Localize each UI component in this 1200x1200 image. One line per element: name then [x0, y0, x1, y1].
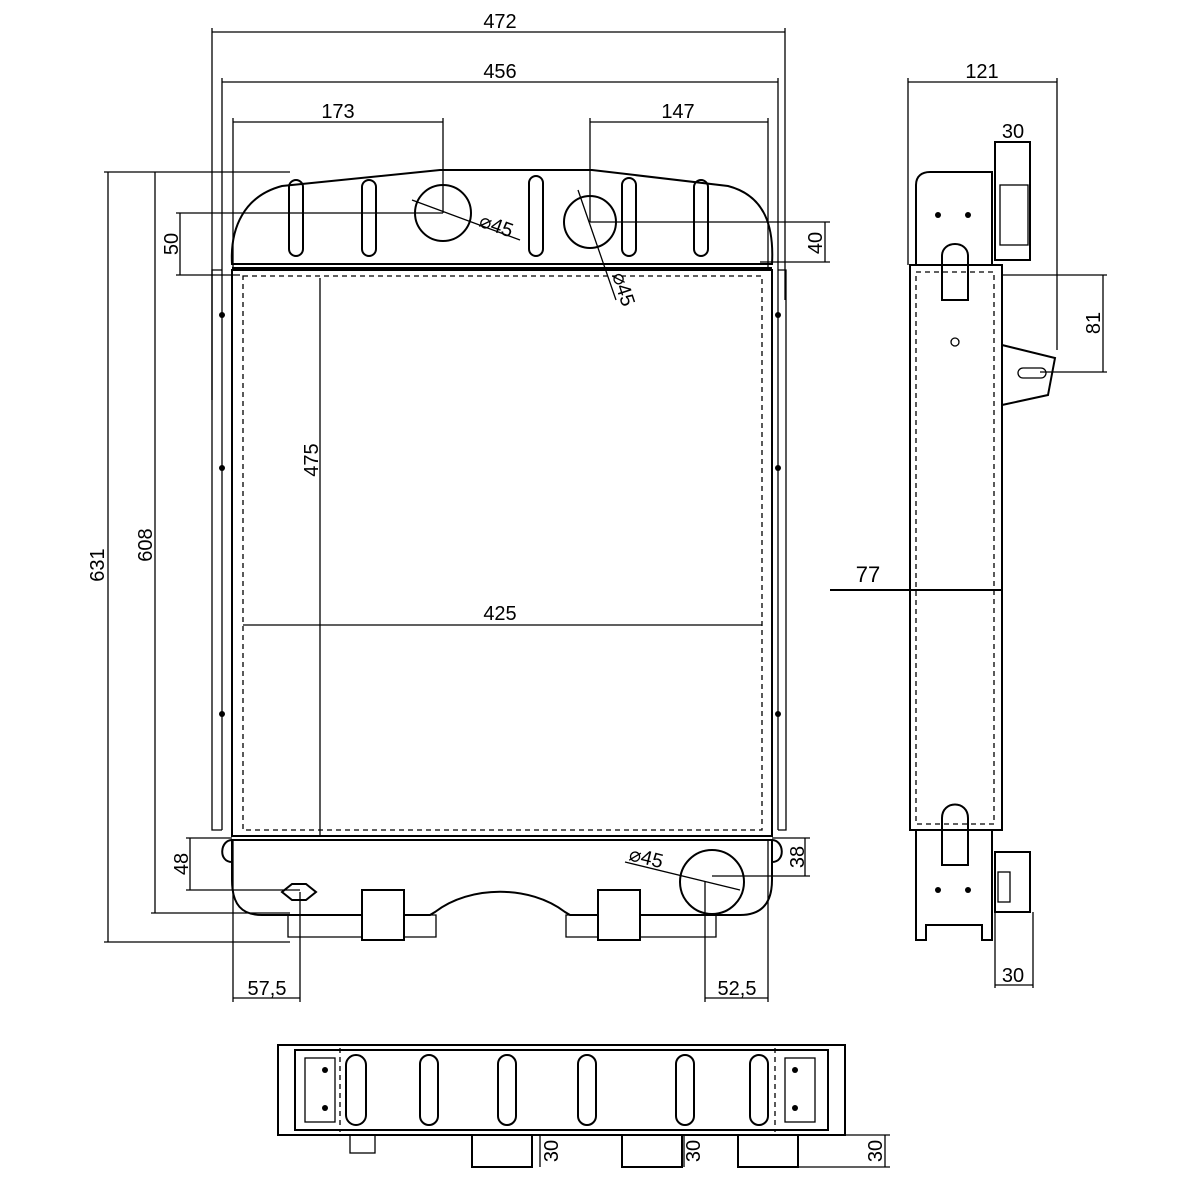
dim-57-5: 57,5 — [248, 978, 287, 1000]
dim-81: 81 — [1083, 312, 1105, 334]
dim-173: 173 — [321, 101, 354, 123]
bottom-dimensions: 30 30 30 — [539, 1134, 890, 1168]
side-view — [909, 141, 1057, 941]
dim-475: 475 — [301, 443, 323, 476]
dim-472: 472 — [483, 11, 516, 33]
drain-plug — [280, 883, 318, 901]
dim-40: 40 — [805, 232, 827, 254]
dim-52-5: 52,5 — [718, 978, 757, 1000]
dim-30-bottom-3: 30 — [865, 1140, 887, 1162]
dim-631: 631 — [87, 548, 109, 581]
front-dimensions: 472 456 173 147 50 40 ⌀45 ⌀45 631 608 47… — [87, 11, 830, 1002]
bottom-view — [277, 1044, 846, 1168]
dim-147: 147 — [661, 101, 694, 123]
front-view — [211, 169, 787, 941]
dim-30-side-bottom: 30 — [1002, 965, 1024, 987]
top-tank — [230, 169, 774, 265]
dim-50: 50 — [161, 233, 183, 255]
dim-121: 121 — [965, 61, 998, 83]
side-dimensions: 121 30 81 77 30 — [830, 61, 1107, 988]
dim-425: 425 — [483, 603, 516, 625]
dim-608: 608 — [135, 528, 157, 561]
dim-30-bottom-1: 30 — [541, 1140, 563, 1162]
dim-30-side-top: 30 — [1002, 121, 1024, 143]
bottom-tank — [231, 839, 773, 916]
dim-diameter-outlet: ⌀45 — [627, 844, 666, 874]
top-tank-slots — [288, 175, 709, 257]
dim-456: 456 — [483, 61, 516, 83]
dim-77: 77 — [856, 562, 880, 587]
dim-30-bottom-2: 30 — [683, 1140, 705, 1162]
dim-38: 38 — [787, 846, 809, 868]
side-brackets — [211, 269, 787, 831]
dim-48: 48 — [171, 853, 193, 875]
outlet-pipe — [679, 849, 745, 915]
core — [231, 269, 773, 837]
dim-diameter-inlet: ⌀45 — [476, 210, 516, 242]
